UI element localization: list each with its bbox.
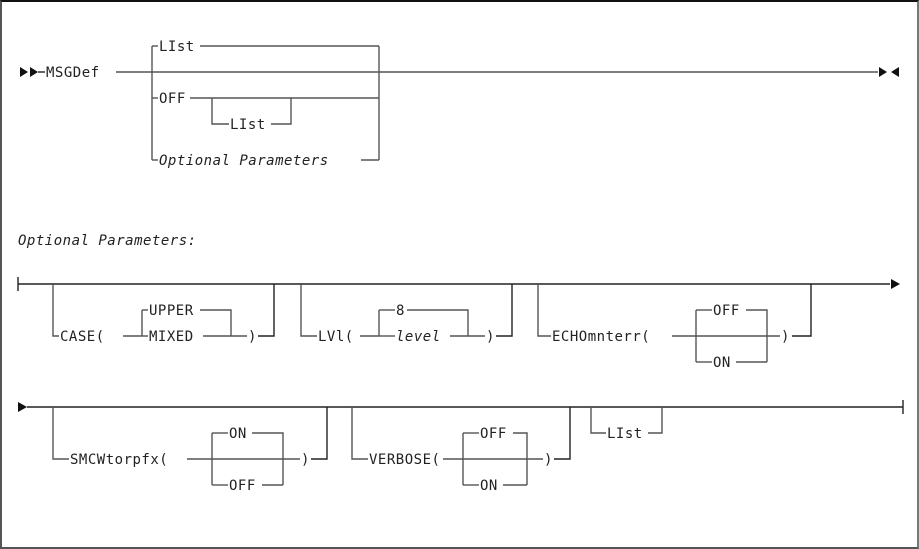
group-verbose: VERBOSE( OFF ON ) <box>351 407 571 494</box>
connector <box>537 284 551 337</box>
keyword-msgdef: MSGDef <box>46 65 100 81</box>
option-on: ON <box>480 478 498 494</box>
group-echomnterr: ECHOmnterr( OFF ON ) <box>537 284 812 371</box>
connector <box>496 284 513 337</box>
connector <box>258 284 275 337</box>
start-arrow-1 <box>20 67 28 77</box>
close-paren: ) <box>781 329 790 345</box>
connector <box>52 407 69 460</box>
continue-arrow <box>891 279 900 289</box>
group-smcwtorpfx: SMCWtorpfx( ON OFF ) <box>52 407 328 494</box>
keyword-smcwtorpfx: SMCWtorpfx( <box>70 452 168 468</box>
connector <box>300 284 317 337</box>
start-arrow-2 <box>30 67 38 77</box>
connector <box>311 407 328 460</box>
continue-arrow-start <box>18 402 27 412</box>
choice-off: OFF <box>159 91 186 107</box>
connector <box>792 284 812 337</box>
keyword-list: LIst <box>607 426 643 442</box>
end-arrow-2 <box>891 67 899 77</box>
option-on: ON <box>713 355 731 371</box>
close-paren: ) <box>486 329 495 345</box>
choice-off-list: LIst <box>230 117 266 133</box>
keyword-verbose: VERBOSE( <box>369 452 440 468</box>
close-paren: ) <box>301 452 310 468</box>
group-lvl: LVl( 8 level ) <box>300 284 513 345</box>
keyword-case: CASE( <box>60 329 105 345</box>
connector <box>407 309 469 336</box>
group-list: LIst <box>590 407 663 442</box>
connector <box>351 407 368 460</box>
connector <box>746 309 768 362</box>
option-off: OFF <box>713 303 740 319</box>
start-marker <box>20 67 38 77</box>
close-paren: ) <box>248 329 257 345</box>
fragment-title: Optional Parameters: <box>18 233 197 249</box>
option-mixed: MIXED <box>149 329 194 345</box>
connector <box>648 407 663 434</box>
choice-list: LIst <box>159 39 195 55</box>
connector <box>590 407 606 434</box>
option-level: level <box>396 329 441 345</box>
end-marker <box>879 67 899 77</box>
connector <box>52 284 59 337</box>
option-off: OFF <box>480 426 507 442</box>
connector <box>252 432 284 485</box>
connector <box>513 432 528 485</box>
end-arrow-1 <box>879 67 887 77</box>
option-upper: UPPER <box>149 303 194 319</box>
connector <box>211 98 229 125</box>
keyword-lvl: LVl( <box>318 329 354 345</box>
option-on: ON <box>229 426 247 442</box>
option-8: 8 <box>396 303 405 319</box>
connector <box>554 407 571 460</box>
group-case: CASE( UPPER MIXED ) <box>52 284 275 345</box>
close-paren: ) <box>544 452 553 468</box>
connector <box>200 309 232 336</box>
option-off: OFF <box>229 478 256 494</box>
choice-optional-parameters: Optional Parameters <box>159 153 329 169</box>
keyword-echomnterr: ECHOmnterr( <box>552 329 650 345</box>
connector <box>271 98 292 125</box>
